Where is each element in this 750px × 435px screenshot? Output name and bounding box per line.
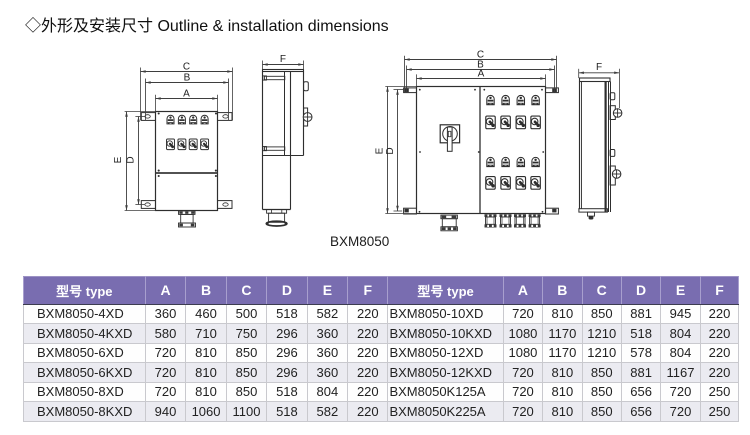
svg-text:F: F — [596, 62, 602, 73]
svg-text:C: C — [183, 61, 190, 72]
svg-text:E: E — [113, 156, 124, 163]
svg-text:D: D — [385, 147, 396, 154]
svg-text:B: B — [477, 59, 484, 70]
svg-text:B: B — [184, 72, 191, 83]
svg-text:C: C — [477, 49, 484, 60]
svg-text:E: E — [375, 147, 386, 154]
svg-text:A: A — [478, 68, 485, 79]
svg-text:A: A — [183, 88, 190, 99]
svg-text:D: D — [126, 156, 137, 163]
svg-text:F: F — [280, 54, 286, 65]
